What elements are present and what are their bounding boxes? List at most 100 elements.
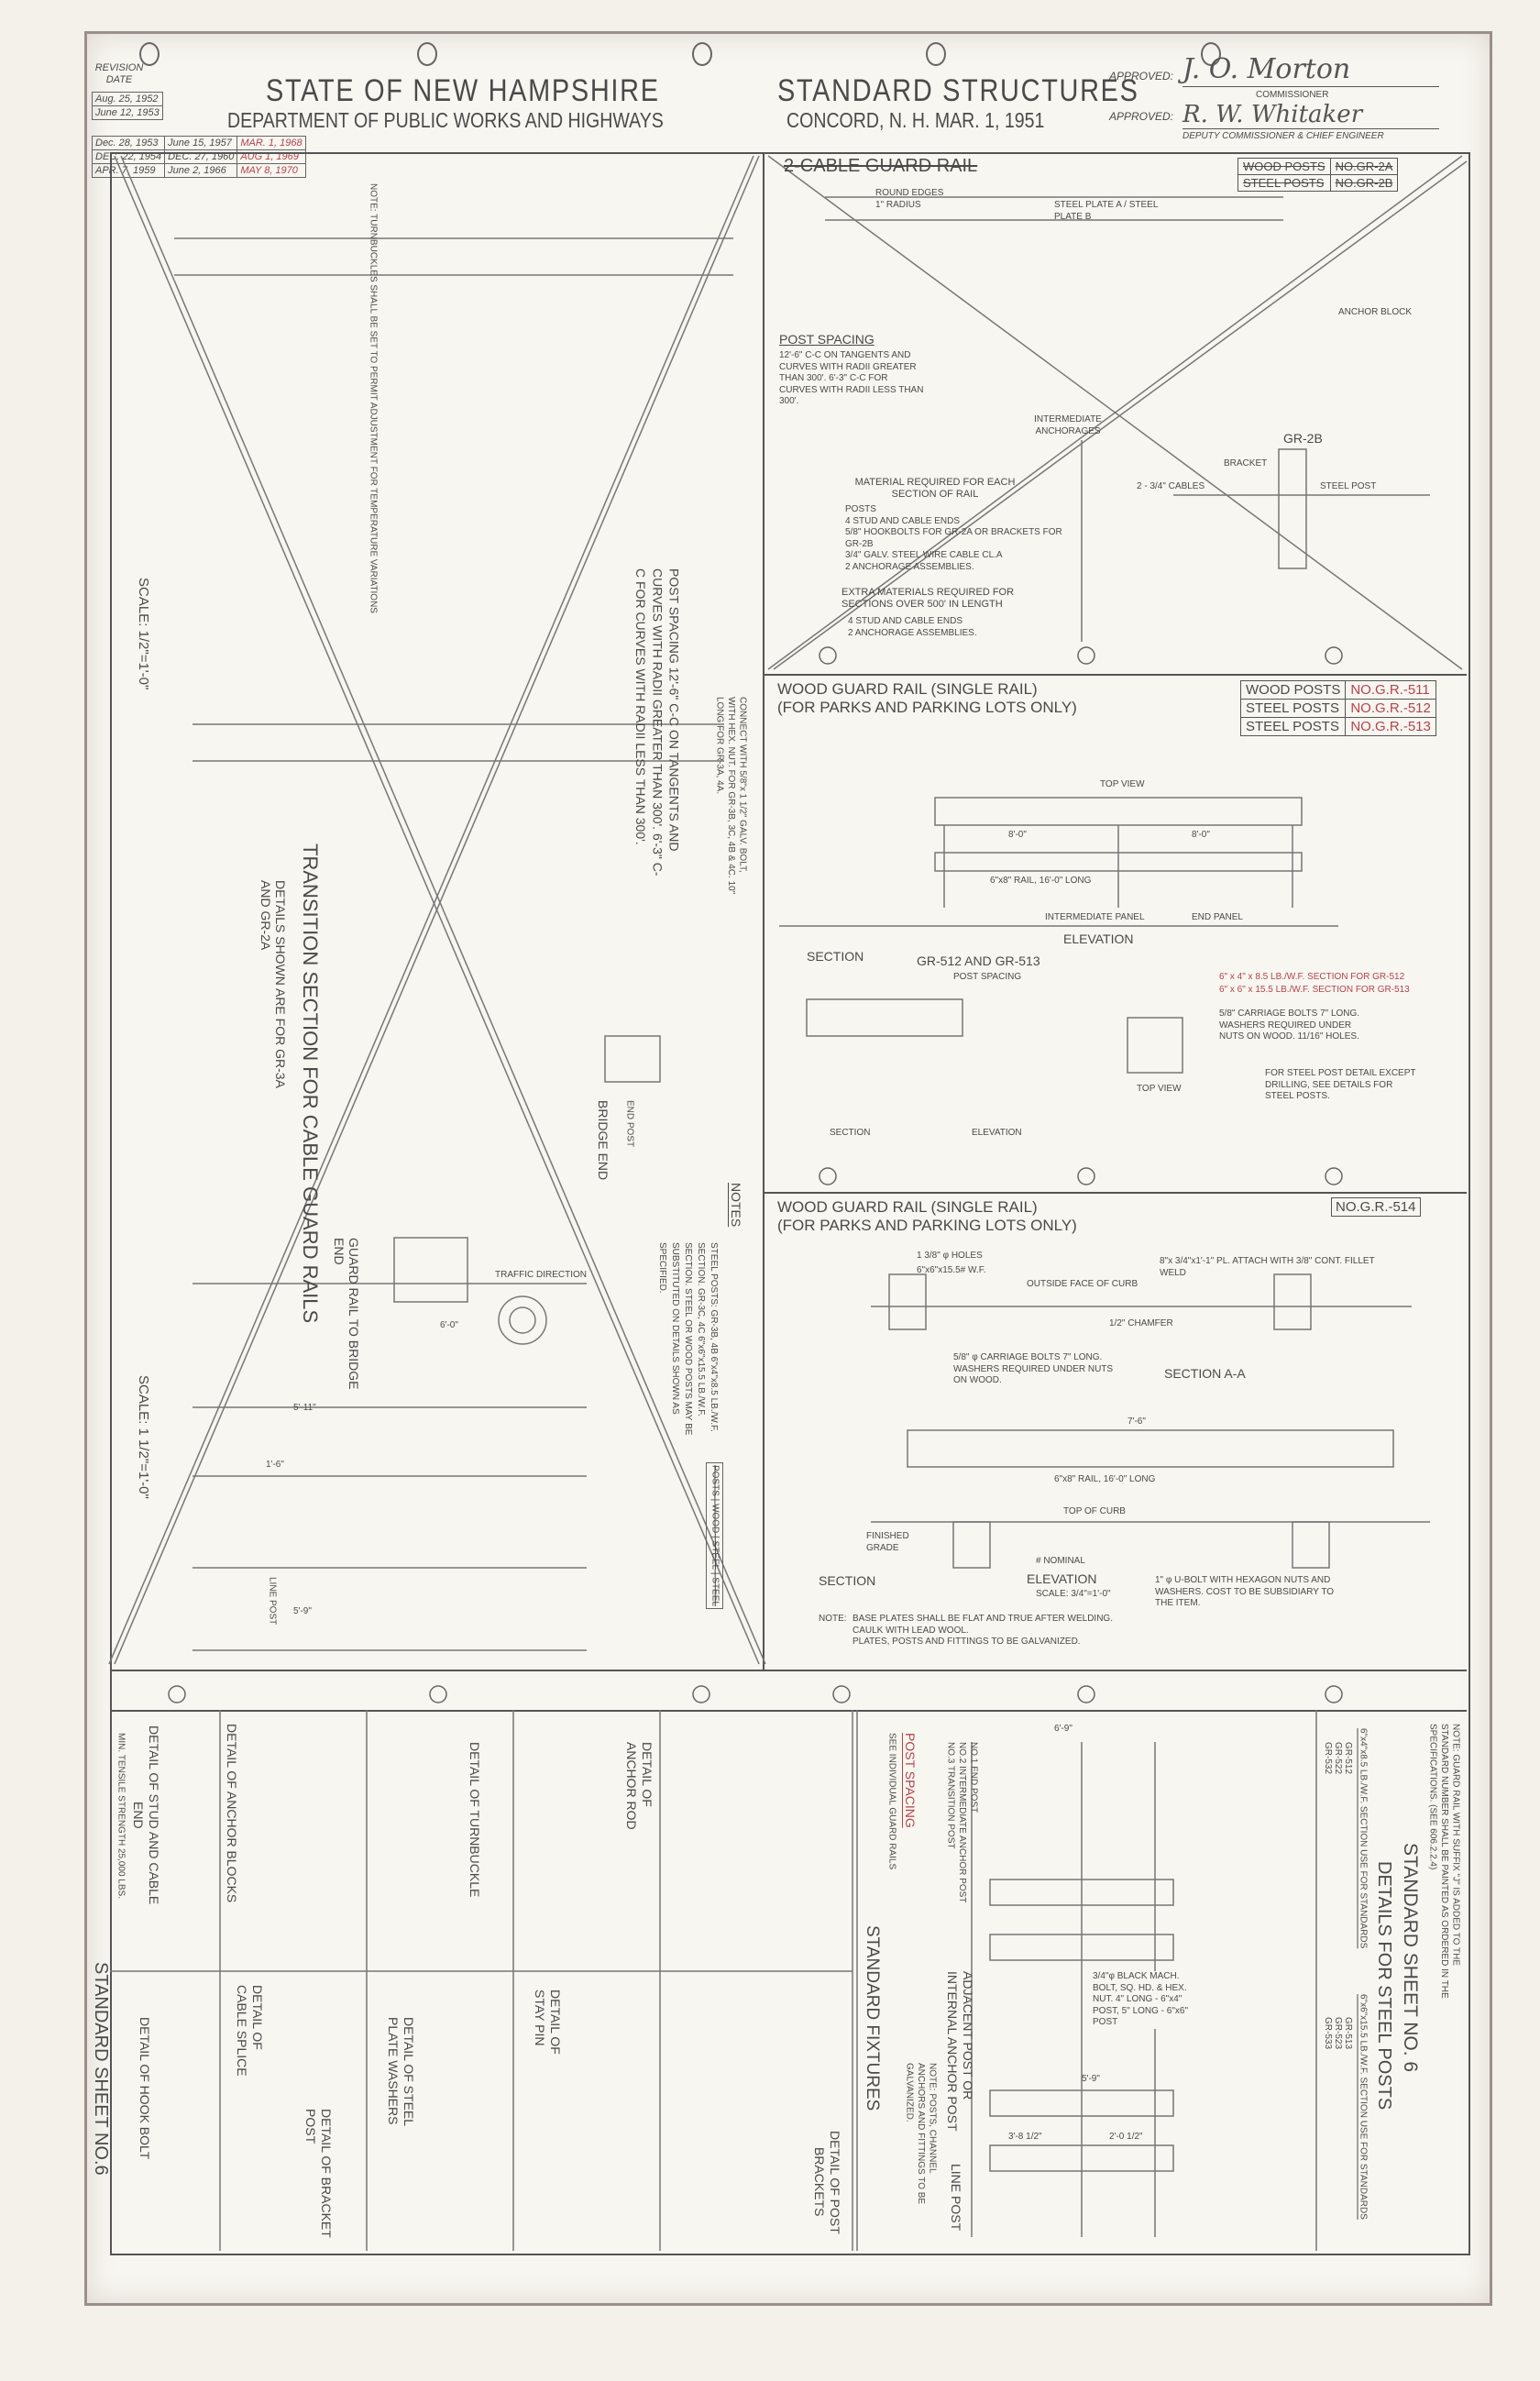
divider [764, 1192, 1467, 1194]
panel-title: WOOD GUARD RAIL (SINGLE RAIL) [777, 680, 1038, 698]
approved-label: APPROVED: [1109, 110, 1174, 123]
steel-plates-label: STEEL PLATE A / STEEL PLATE B [1054, 200, 1159, 222]
sheet-label: STANDARD SHEET NO.6 [91, 1962, 111, 2176]
section-b-title: 6"x6"x15.5 LB./W.F. SECTION USE FOR STAN… [1358, 1994, 1369, 2220]
section-512-label: 6" x 4" x 8.5 LB./W.F. SECTION FOR GR-51… [1219, 972, 1405, 982]
post-brackets-title: DETAIL OF POST BRACKETS [812, 2130, 842, 2234]
binder-hole [926, 42, 946, 66]
section-a-group: 6"x4"x8.5 LB./W.F. SECTION USE FOR STAND… [1357, 1728, 1369, 1948]
binder-hole [692, 42, 712, 66]
sheet-subtitle: DETAILS FOR STEEL POSTS [1374, 1861, 1394, 2111]
material-title: MATERIAL REQUIRED FOR EACH SECTION OF RA… [854, 477, 1016, 500]
elevation-label: ELEVATION [972, 1128, 1022, 1138]
signature-deputy: R. W. Whitaker [1182, 101, 1439, 129]
intermediate-panel-label: INTERMEDIATE PANEL [1045, 912, 1145, 922]
table-cell: NO.GR-2A [1329, 158, 1399, 175]
revision-date: Aug. 25, 1952 [92, 92, 163, 106]
dim-label: 8'-0" [1192, 830, 1210, 840]
top-of-curb-label: TOP OF CURB [1063, 1506, 1126, 1516]
turnbuckle-note: NOTE: TURNBUCKLES SHALL BE SET TO PERMIT… [368, 183, 379, 613]
bottom-strip [110, 1710, 1467, 2253]
standard-number: NO.G.R.-514 [1331, 1197, 1421, 1217]
posts-cell: WOOD [710, 1504, 720, 1534]
post-spacing-text: 12'-6" C-C ON TANGENTS AND CURVES WITH R… [779, 350, 924, 406]
panel-subtitle: (FOR PARKS AND PARKING LOTS ONLY) [777, 699, 1077, 716]
standard-title: STANDARD STRUCTURES [777, 73, 1139, 108]
post-spacing-title: POST SPACING [903, 1733, 918, 1828]
wf-label: 6"x6"x15.5# W.F. [917, 1265, 986, 1275]
anchor-block-label: ANCHOR BLOCK [1338, 307, 1413, 317]
end-panel-label: END PANEL [1192, 912, 1243, 922]
steel-post-detail-note: FOR STEEL POST DETAIL EXCEPT DRILLING, S… [1265, 1068, 1416, 1101]
hook-bolt-title: DETAIL OF HOOK BOLT [138, 2017, 152, 2160]
elevation-label: ELEVATION [1063, 931, 1134, 946]
crossout-line [773, 160, 1468, 670]
carriage-bolt-note: 5/8" φ CARRIAGE BOLTS 7" LONG. WASHERS R… [953, 1352, 1114, 1385]
department-title: DEPARTMENT OF PUBLIC WORKS AND HIGHWAYS [227, 108, 664, 132]
dim-label: 3'-8 1/2" [1008, 2132, 1042, 2142]
table-cell: STEEL POSTS [1239, 717, 1347, 736]
post-spacing-label: POST SPACING [953, 972, 1022, 982]
suffix-note: NOTE: GUARD RAIL WITH SUFFIX "J" IS ADDE… [1427, 1724, 1461, 1999]
u-bolt-note: 1" φ U-BOLT WITH HEXAGON NUTS AND WASHER… [1155, 1575, 1335, 1608]
bridge-end-label: BRIDGE END [596, 1100, 610, 1181]
posts-cell: STEEL [710, 1540, 720, 1571]
material-item: 5/8" HOOKBOLTS FOR GR-2A OR BRACKETS FOR… [845, 527, 1062, 549]
posts-cell: STEEL [710, 1577, 720, 1606]
bolt-note: 3/4"φ BLACK MACH. BOLT, SQ. HD. & HEX. N… [1093, 1971, 1194, 2029]
guard-rail-to-bridge-label: GUARD RAIL TO BRIDGE END [332, 1238, 361, 1390]
end-post-label: END POST [624, 1100, 635, 1148]
note-item: BASE PLATES SHALL BE FLAT AND TRUE AFTER… [852, 1614, 1113, 1624]
role-commissioner: COMMISSIONER [1256, 90, 1329, 100]
role-deputy: DEPUTY COMMISSIONER & CHIEF ENGINEER [1182, 131, 1384, 141]
material-item: POSTS [845, 504, 876, 514]
standard-item: GR-522 [1333, 1742, 1343, 1775]
drawing-sheet [84, 31, 1492, 2306]
steel-plate-washers-title: DETAIL OF STEEL PLATE WASHERS [386, 2017, 416, 2126]
carriage-bolt-note: 5/8" CARRIAGE BOLTS 7" LONG. WASHERS REQ… [1219, 1009, 1360, 1042]
notes-title: NOTES [729, 1183, 743, 1228]
standard-item: GR-533 [1323, 2017, 1333, 2050]
material-item: 3/4" GALV. STEEL WIRE CABLE CL.A [845, 550, 1003, 560]
adjacent-post-label: ADJACENT POST OR INTERNAL ANCHOR POST [945, 1971, 975, 2132]
post-type: NO.1 END POST [968, 1742, 979, 1813]
note-label: NOTE: [819, 1614, 847, 1624]
notes-list: BASE PLATES SHALL BE FLAT AND TRUE AFTER… [852, 1614, 1113, 1648]
section-label: SECTION [819, 1573, 876, 1588]
gr-2b-label: GR-2B [1283, 431, 1323, 446]
nominal-label: # NOMINAL [1036, 1556, 1085, 1566]
section-b-group: 6"x6"x15.5 LB./W.F. SECTION USE FOR STAN… [1357, 1994, 1369, 2220]
table-cell: STEEL POSTS [1238, 174, 1331, 192]
main-frame [110, 152, 1470, 2255]
crossout-line [108, 155, 754, 1665]
transition-title: TRANSITION SECTION FOR CABLE GUARD RAILS [299, 843, 322, 1324]
posts-table: POSTS | WOOD | STEEL | STEEL [706, 1462, 723, 1609]
extra-item: 2 ANCHORAGE ASSEMBLIES. [848, 627, 977, 638]
table-cell: WOOD POSTS [1238, 158, 1331, 175]
dim-label: 6'-0" [440, 1320, 458, 1330]
intermediate-anchorages: INTERMEDIATE ANCHORAGES [1034, 414, 1102, 436]
section-513-label: 6" x 6" x 15.5 LB./W.F. SECTION FOR GR-5… [1219, 985, 1410, 995]
extra-item: 4 STUD AND CABLE ENDS [848, 616, 963, 626]
revision-header: REVISION DATE [94, 62, 144, 86]
gr-512-513-title: GR-512 AND GR-513 [917, 954, 1040, 968]
section-a-title: 6"x4"x8.5 LB./W.F. SECTION USE FOR STAND… [1358, 1728, 1369, 1949]
post-spacing-title: POST SPACING [779, 332, 874, 347]
chamfer-label: 1/2" CHAMFER [1109, 1318, 1173, 1328]
revision-table: Aug. 25, 1952 June 12, 1953 [92, 92, 163, 120]
transition-subtitle: DETAILS SHOWN ARE FOR GR-3A AND GR-2A [258, 880, 288, 1088]
crossout-line [767, 155, 1463, 670]
table-cell: NO.GR-2B [1329, 174, 1399, 192]
table-cell: WOOD POSTS [1239, 680, 1347, 700]
crossout-line [120, 155, 766, 1665]
cable-splice-title: DETAIL OF CABLE SPLICE [235, 1985, 265, 2077]
rail-label: 6"x8" RAIL, 16'-0" LONG [990, 876, 1092, 886]
divider [110, 1670, 1467, 1671]
dim-label: 5'-9" [293, 1606, 312, 1616]
anchor-rod-title: DETAIL OF ANCHOR ROD [624, 1742, 654, 1830]
binder-hole [139, 42, 160, 66]
dim-label: 5'-9" [1082, 2074, 1100, 2084]
revision-date: MAY 8, 1970 [236, 163, 306, 178]
